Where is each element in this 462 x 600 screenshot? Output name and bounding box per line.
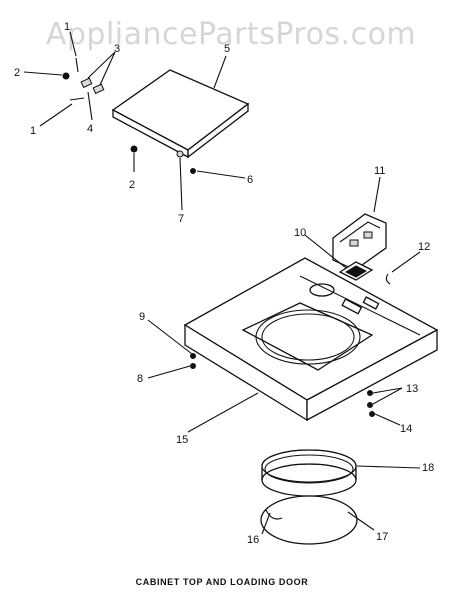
callout-7: 7	[178, 213, 184, 225]
lid-switch-bracket	[332, 213, 387, 271]
door-small-parts	[62, 57, 196, 174]
diagram-caption: CABINET TOP AND LOADING DOOR	[136, 577, 309, 587]
wire-clip	[385, 273, 391, 285]
callout-15: 15	[176, 434, 188, 446]
callout-4: 4	[87, 123, 93, 135]
leader-lines	[23, 31, 421, 535]
loading-door	[111, 69, 250, 159]
callout-labels: 1 2 3 4 1 5 2 6 7 11 10 12 9 8 13 14 15 …	[14, 21, 434, 546]
callout-13: 13	[406, 383, 418, 395]
callout-10: 10	[294, 227, 306, 239]
callout-12: 12	[418, 241, 430, 253]
callout-1-bottom: 1	[30, 125, 36, 137]
cabinet-top	[183, 257, 439, 422]
callout-18: 18	[422, 462, 434, 474]
callout-16: 16	[247, 534, 259, 546]
lid-switch	[338, 261, 374, 281]
callout-3: 3	[114, 43, 120, 55]
callout-1-top: 1	[64, 21, 70, 33]
watermark: AppliancePartsPros.com	[46, 17, 416, 52]
callout-2-lower: 2	[129, 179, 135, 191]
callout-9: 9	[139, 311, 145, 323]
callout-6: 6	[247, 174, 253, 186]
callout-5: 5	[224, 43, 230, 55]
callout-11: 11	[374, 165, 385, 177]
tub-ring	[261, 449, 357, 497]
callout-14: 14	[400, 423, 412, 435]
callout-17: 17	[376, 531, 388, 543]
cabinet-fasteners	[190, 353, 375, 417]
callout-2-left: 2	[14, 67, 20, 79]
tub-cover	[260, 495, 358, 545]
callout-8: 8	[137, 373, 143, 385]
